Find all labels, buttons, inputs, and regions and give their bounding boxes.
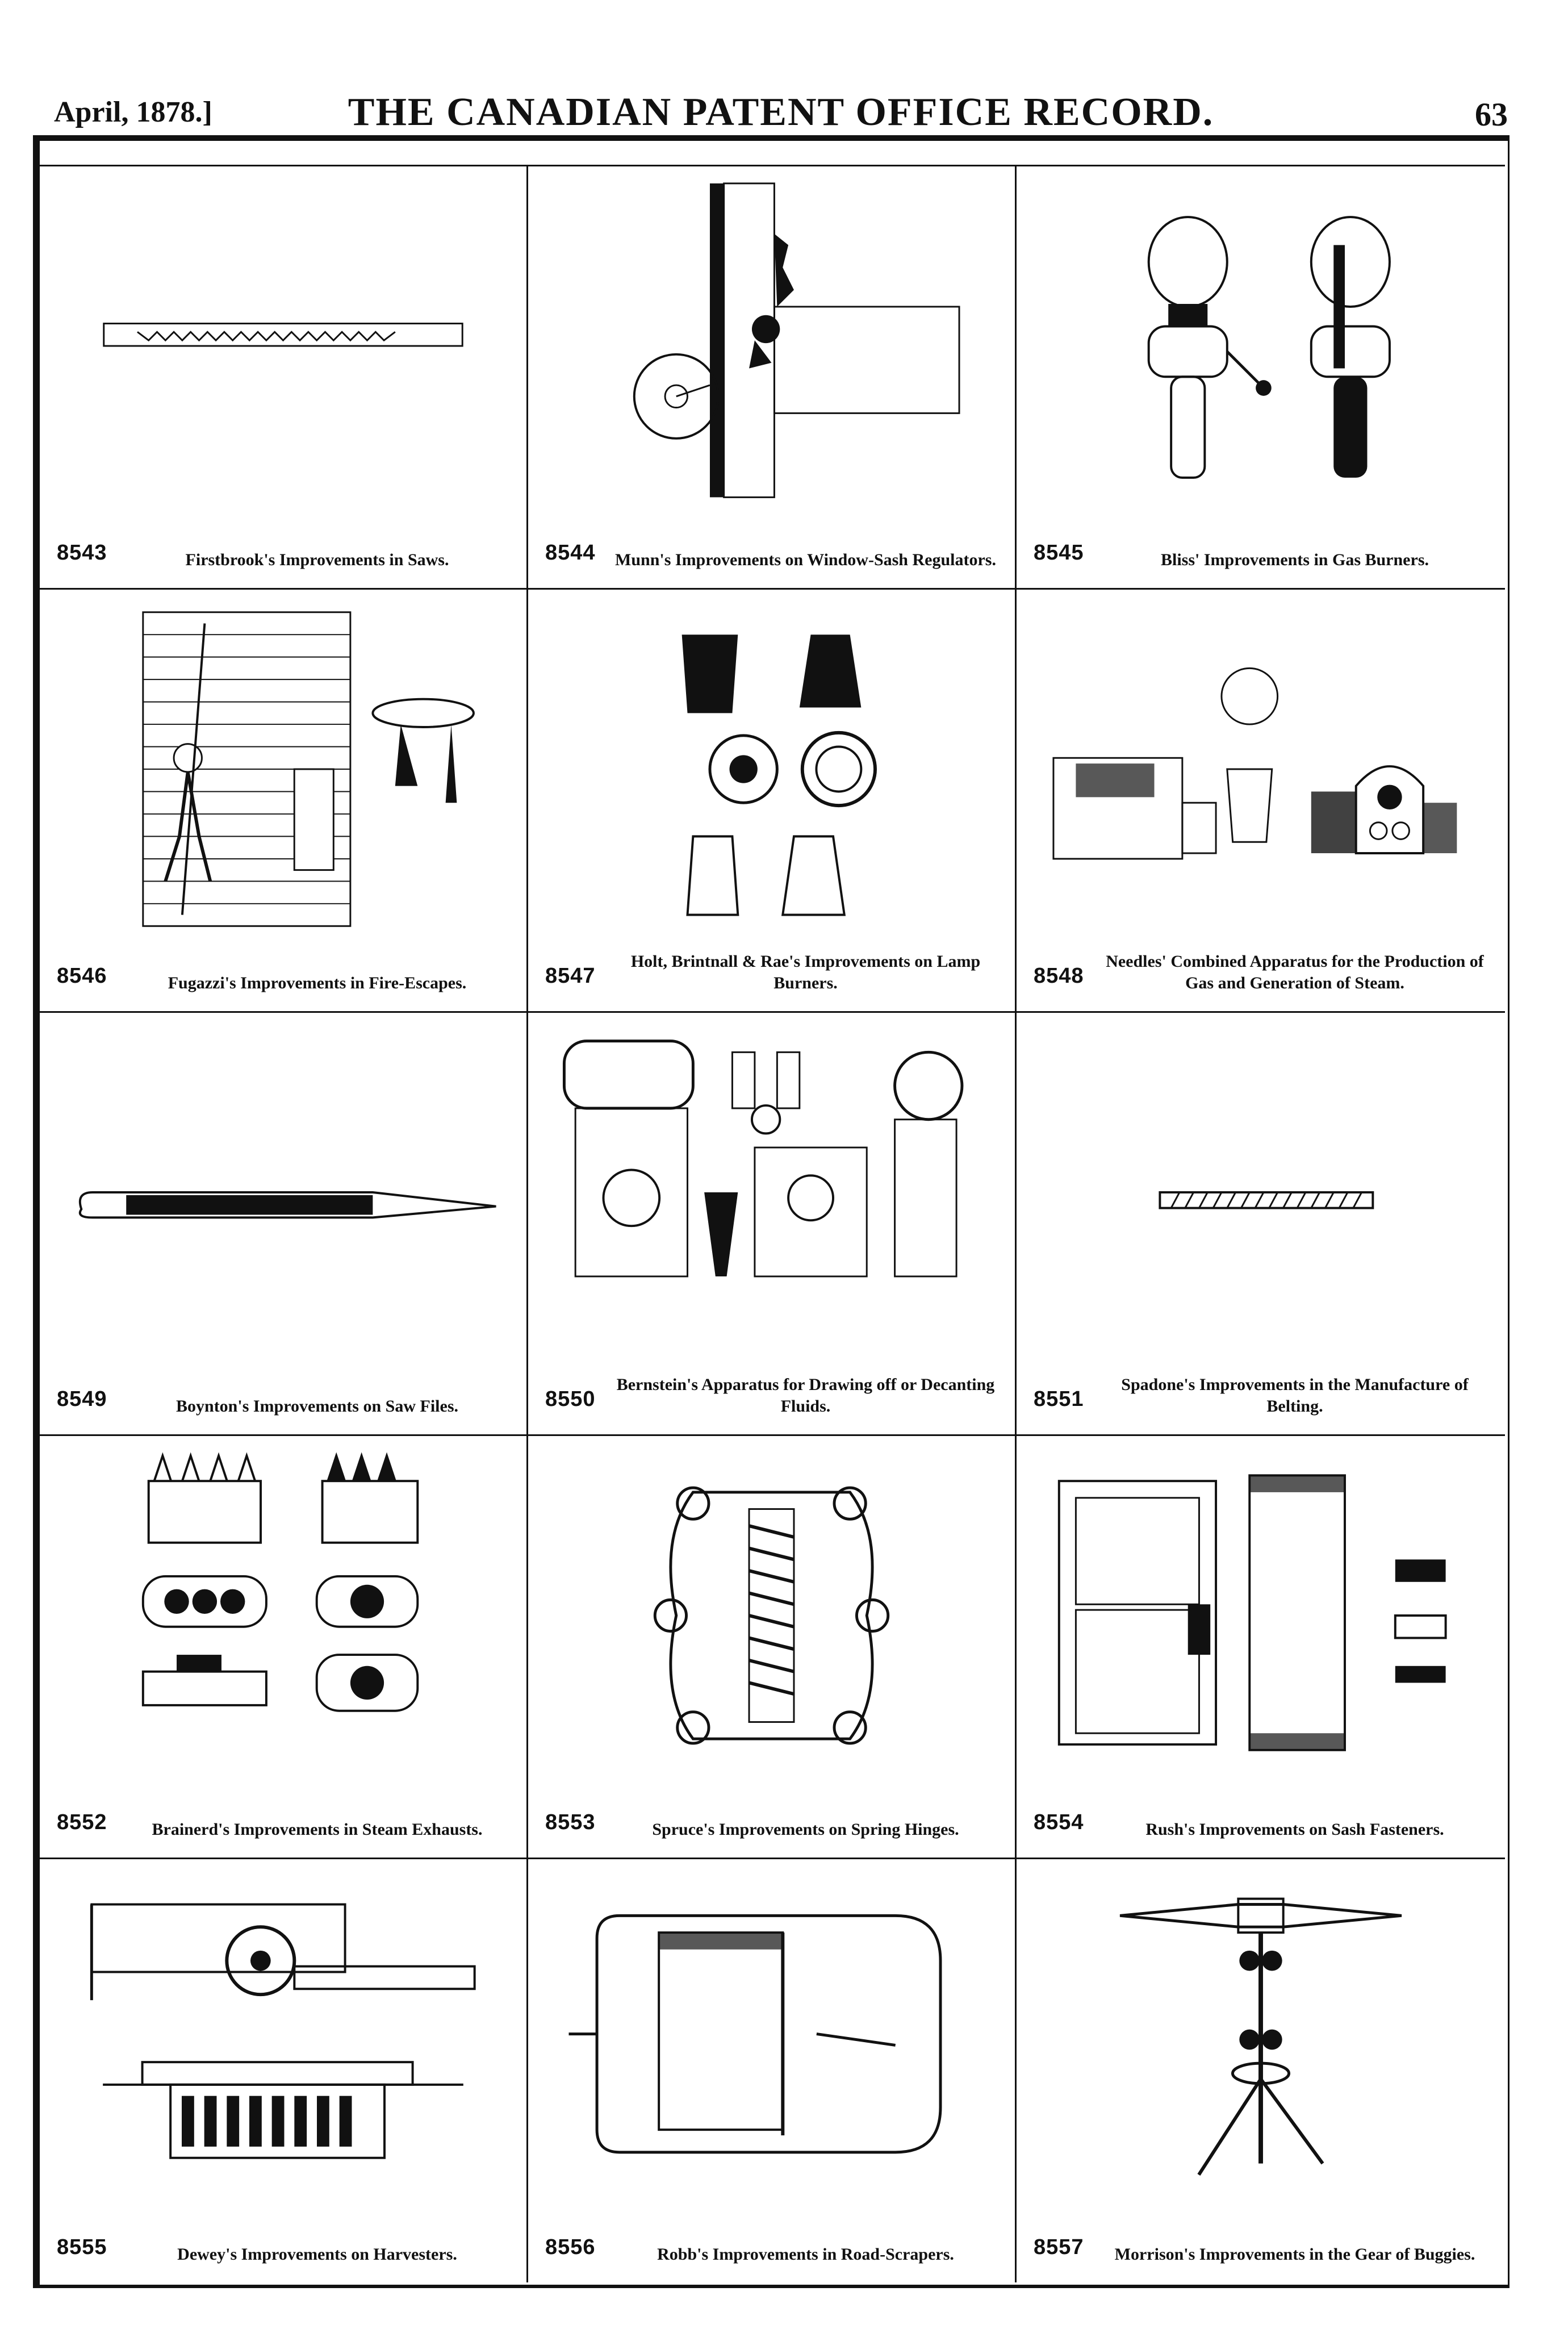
figure-cell: 8555 Dewey's Improvements on Harvesters. <box>40 1859 528 2282</box>
fire-escape-illustration <box>51 601 515 937</box>
harvester-illustration <box>51 1871 515 2209</box>
figure-cell: 8544 Munn's Improvements on Window-Sash … <box>528 166 1017 590</box>
patent-caption: Brainerd's Improvements in Steam Exhaust… <box>152 1820 483 1839</box>
patent-caption: Fugazzi's Improvements in Fire-Escapes. <box>168 974 467 992</box>
figure-cell: 8547 Holt, Brintnall & Rae's Improvement… <box>528 590 1017 1013</box>
patent-caption: Spadone's Improvements in the Manufactur… <box>1121 1375 1469 1416</box>
patent-number: 8551 <box>1034 1387 1084 1411</box>
steam-exhaust-illustration <box>51 1447 515 1784</box>
patent-figure-grid: 8543 Firstbrook's Improvements in Saws. … <box>40 165 1505 2282</box>
patent-number: 8552 <box>57 1810 107 1834</box>
figure-cell: 8557 Morrison's Improvements in the Gear… <box>1017 1859 1505 2282</box>
patent-number: 8543 <box>57 541 107 565</box>
patent-caption: Boynton's Improvements on Saw Files. <box>176 1397 458 1416</box>
figure-cell: 8551 Spadone's Improvements in the Manuf… <box>1017 1013 1505 1436</box>
patent-number: 8555 <box>57 2235 107 2259</box>
figure-cell: 8543 Firstbrook's Improvements in Saws. <box>40 166 528 590</box>
page-number: 63 <box>1475 96 1508 133</box>
patent-caption: Needles' Combined Apparatus for the Prod… <box>1106 952 1484 992</box>
patent-number: 8554 <box>1034 1810 1084 1834</box>
page-header: April, 1878.] THE CANADIAN PATENT OFFICE… <box>54 90 1508 147</box>
publication-title: THE CANADIAN PATENT OFFICE RECORD. <box>348 90 1214 134</box>
patent-caption: Holt, Brintnall & Rae's Improvements on … <box>630 952 981 992</box>
patent-number: 8547 <box>545 964 596 988</box>
patent-caption: Bernstein's Apparatus for Drawing off or… <box>616 1375 995 1416</box>
lamp-burner-illustration <box>540 601 1003 937</box>
decanting-apparatus-illustration <box>540 1024 1003 1360</box>
issue-date: April, 1878.] <box>54 96 212 128</box>
patent-caption: Dewey's Improvements on Harvesters. <box>177 2245 457 2264</box>
figure-cell: 8554 Rush's Improvements on Sash Fastene… <box>1017 1436 1505 1859</box>
patent-number: 8545 <box>1034 541 1084 565</box>
figure-cell: 8556 Robb's Improvements in Road-Scraper… <box>528 1859 1017 2282</box>
spring-hinge-illustration <box>540 1447 1003 1784</box>
figure-cell: 8553 Spruce's Improvements on Spring Hin… <box>528 1436 1017 1859</box>
road-scraper-illustration <box>540 1871 1003 2209</box>
patent-caption: Robb's Improvements in Road-Scrapers. <box>657 2245 954 2264</box>
figure-cell: 8552 Brainerd's Improvements in Steam Ex… <box>40 1436 528 1859</box>
gas-burner-illustration <box>1028 178 1494 514</box>
patent-caption: Firstbrook's Improvements in Saws. <box>185 550 449 569</box>
gas-and-steam-apparatus-illustration <box>1028 601 1494 937</box>
sash-fastener-illustration <box>1028 1447 1494 1784</box>
saw-illustration <box>51 178 515 514</box>
patent-caption: Spruce's Improvements on Spring Hinges. <box>652 1820 959 1839</box>
figure-cell: 8546 Fugazzi's Improvements in Fire-Esca… <box>40 590 528 1013</box>
figure-cell: 8550 Bernstein's Apparatus for Drawing o… <box>528 1013 1017 1436</box>
page-frame <box>33 135 1510 2288</box>
window-sash-regulator-illustration <box>540 178 1003 514</box>
figure-cell: 8545 Bliss' Improvements in Gas Burners. <box>1017 166 1505 590</box>
buggy-gear-illustration <box>1028 1871 1494 2209</box>
figure-cell: 8549 Boynton's Improvements on Saw Files… <box>40 1013 528 1436</box>
patent-caption: Munn's Improvements on Window-Sash Regul… <box>615 550 996 569</box>
patent-caption: Rush's Improvements on Sash Fasteners. <box>1145 1820 1444 1839</box>
patent-number: 8548 <box>1034 964 1084 988</box>
patent-caption: Bliss' Improvements in Gas Burners. <box>1161 550 1429 569</box>
belting-illustration <box>1028 1024 1494 1360</box>
patent-caption: Morrison's Improvements in the Gear of B… <box>1114 2245 1475 2264</box>
patent-number: 8557 <box>1034 2235 1084 2259</box>
figure-cell: 8548 Needles' Combined Apparatus for the… <box>1017 590 1505 1013</box>
patent-number: 8546 <box>57 964 107 988</box>
patent-number: 8550 <box>545 1387 596 1411</box>
patent-number: 8549 <box>57 1387 107 1411</box>
patent-number: 8544 <box>545 541 596 565</box>
patent-number: 8553 <box>545 1810 596 1834</box>
patent-number: 8556 <box>545 2235 596 2259</box>
saw-file-illustration <box>51 1024 515 1360</box>
